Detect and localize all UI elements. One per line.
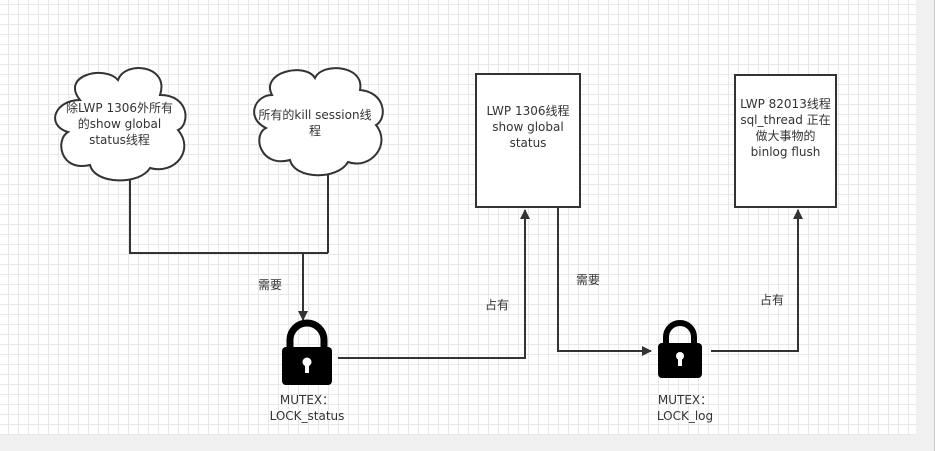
node-lwp-1306-label: LWP 1306线程 show global status [486,104,570,150]
node-lwp-1306[interactable]: LWP 1306线程 show global status [475,73,581,208]
edge-lock-status-held-by-1306[interactable] [338,209,530,359]
lock-status-label: MUTEX： LOCK_status [262,392,352,424]
lock-log-label-line1: MUTEX： [657,393,713,407]
scrollbar[interactable] [934,0,939,451]
lock-log-label: MUTEX： LOCK_log [645,392,725,424]
lock-status-label-line2: LOCK_status [269,409,345,423]
lock-log-label-line2: LOCK_log [656,409,714,423]
cloud-shape-1[interactable] [54,67,187,182]
edge-label-holds: 占有 [760,293,785,307]
lock-icon[interactable] [282,319,332,385]
cloud-shape-2[interactable] [253,67,384,177]
node-lwp-82013-label: LWP 82013线程 sql_thread 正在做大事物的binlog flu… [740,97,831,159]
cloud-show-status-label: 除LWP 1306外所有的show global status线程 [65,101,174,147]
lock-icon[interactable] [658,320,702,378]
lock-status-label-line1: MUTEX： [279,393,335,407]
edge-label-needs: 需要 [258,278,283,292]
node-lwp-82013[interactable]: LWP 82013线程 sql_thread 正在做大事物的binlog flu… [734,74,837,208]
cloud-kill-session-label: 所有的kill session线程 [258,108,372,138]
edge-1306-needs-lock-log[interactable] [557,207,652,356]
edge-label-holds: 占有 [485,298,510,312]
edge-lock-log-held-by-82013[interactable] [711,209,803,352]
edge-cloud1[interactable] [129,180,328,254]
edge-label-needs: 需要 [576,273,601,287]
